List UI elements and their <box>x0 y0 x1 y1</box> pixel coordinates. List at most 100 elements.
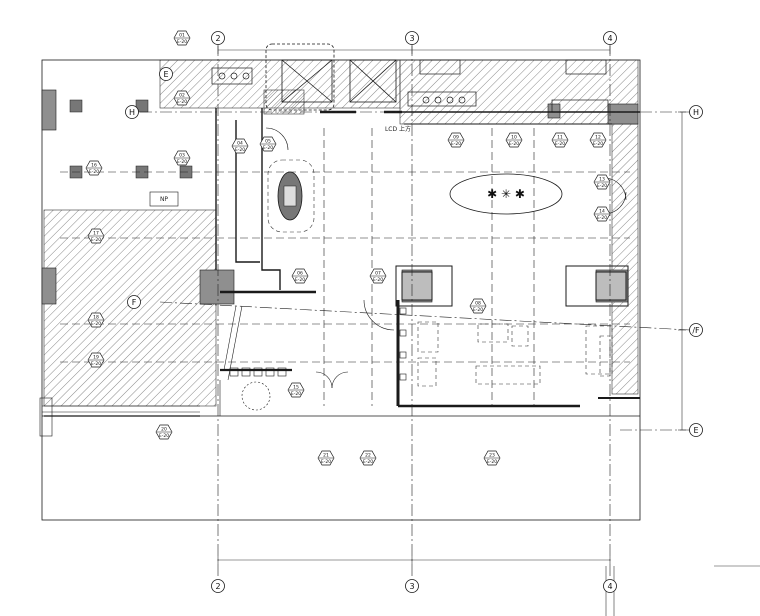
callout-tag: 09E-20 <box>447 132 465 148</box>
callout-tag-number: 07 <box>375 271 381 277</box>
hatched-zones <box>43 59 639 407</box>
callout-tag-number: 02 <box>179 93 185 99</box>
grid-bubble-circle <box>127 295 141 309</box>
callout-tag-number: 12 <box>595 135 601 141</box>
light-strip <box>229 307 407 381</box>
callout-tag-ref: E-20 <box>473 307 483 313</box>
grid-lines <box>140 44 691 576</box>
grid-bubble-col-2: 2 <box>211 31 225 45</box>
grid-bubble-e-top-left: E <box>159 67 173 81</box>
thin-partitions <box>39 305 243 437</box>
grid-bubble-label: 2 <box>215 582 220 591</box>
lcd-label: LCD 上方 <box>385 125 411 133</box>
callout-tag-number: 15 <box>293 385 299 391</box>
callout-tag-ref: E-20 <box>177 39 187 45</box>
callout-tag: 18E-20 <box>87 312 105 328</box>
callout-tag: 17E-20 <box>87 228 105 244</box>
callout-tag-ref: E-20 <box>295 277 305 283</box>
grid-bubble-row-e: E <box>689 423 703 437</box>
callout-tag: 16E-20 <box>85 160 103 176</box>
callout-tag-number: 22 <box>365 453 371 459</box>
callout-tag-ref: E-20 <box>597 215 607 221</box>
grid-bubble-label: H <box>129 108 135 117</box>
callout-tag-number: 04 <box>237 141 243 147</box>
grid-bubble-col-3: 3 <box>405 31 419 45</box>
callout-tag: 08E-20 <box>469 298 487 314</box>
grid-bubble-col-3: 3 <box>405 579 419 593</box>
grid-bubble-circle <box>689 323 703 337</box>
svg-text:✱ ✳ ✱: ✱ ✳ ✱ <box>487 187 525 201</box>
callout-tag-number: 03 <box>179 153 185 159</box>
grid-bubble-col-2: 2 <box>211 579 225 593</box>
callout-tag-number: 11 <box>557 135 563 141</box>
grid-bubble-col-4: 4 <box>603 579 617 593</box>
callout-tag-ref: E-20 <box>451 141 461 147</box>
elevator-shafts <box>265 43 397 111</box>
callout-tag: 23E-20 <box>483 450 501 466</box>
callout-tag: 21E-20 <box>317 450 335 466</box>
grid-bubble-circle <box>159 67 173 81</box>
grid-bubble-label: F <box>132 298 137 307</box>
dimension-lines <box>217 46 760 616</box>
grid-bubble-label: E <box>693 426 698 435</box>
callout-tag: 05E-20 <box>259 136 277 152</box>
callout-tag-number: 08 <box>475 301 481 307</box>
callout-tag-number: 17 <box>93 231 99 237</box>
callout-tag-ref: E-20 <box>91 321 101 327</box>
grid-bubble-label: /F <box>692 326 700 335</box>
callout-tag-ref: E-20 <box>263 145 273 151</box>
callout-tag: 07E-20 <box>369 268 387 284</box>
grid-bubble-circle <box>405 31 419 45</box>
callout-tag-ref: E-20 <box>177 159 187 165</box>
callout-tag-ref: E-20 <box>593 141 603 147</box>
callout-tag-number: 01 <box>179 33 185 39</box>
callout-tag: 14E-20 <box>593 206 611 222</box>
callout-tag: 01E-20 <box>173 30 191 46</box>
callout-tag-number: 18 <box>93 315 99 321</box>
callout-tag: 12E-20 <box>589 132 607 148</box>
callout-tag-number: 23 <box>489 453 495 459</box>
grid-bubble-label: 3 <box>409 582 414 591</box>
callout-tag: 20E-20 <box>155 424 173 440</box>
callout-tag-ref: E-20 <box>597 183 607 189</box>
callout-tag-ref: E-20 <box>555 141 565 147</box>
callout-tag: 11E-20 <box>551 132 569 148</box>
grid-bubble-circle <box>603 579 617 593</box>
callout-tag-ref: E-20 <box>321 459 331 465</box>
callout-tag-ref: E-20 <box>487 459 497 465</box>
grid-bubble-label: 3 <box>409 34 414 43</box>
callout-tag-ref: E-20 <box>91 237 101 243</box>
callout-tag-number: 20 <box>161 427 167 433</box>
callout-tag-number: 06 <box>297 271 303 277</box>
furniture-outlines <box>267 159 613 387</box>
callout-tag-ref: E-20 <box>373 277 383 283</box>
grid-bubble-circle <box>211 579 225 593</box>
callout-tag: 04E-20 <box>231 138 249 154</box>
grid-bubble-f-right: /F <box>689 323 703 337</box>
callout-tag-number: 05 <box>265 139 271 145</box>
grid-bubble-label: 2 <box>215 34 220 43</box>
grid-bubble-label: 4 <box>607 34 612 43</box>
grid-bubble-label: E <box>163 70 168 79</box>
grid-bubble-label: 4 <box>607 582 612 591</box>
ceiling-oval: ✱ ✳ ✱ <box>449 173 563 215</box>
kitchen-equipment <box>211 59 609 113</box>
callout-tag-number: 10 <box>511 135 517 141</box>
callout-tag-number: 14 <box>599 209 605 215</box>
grid-bubble-f-left: F <box>127 295 141 309</box>
callout-tag-ref: E-20 <box>89 169 99 175</box>
callout-tag-number: 19 <box>93 355 99 361</box>
callout-tag-number: 21 <box>323 453 329 459</box>
grid-bubble-circle <box>405 579 419 593</box>
callout-tag: 19E-20 <box>87 352 105 368</box>
callout-tag-number: 09 <box>453 135 459 141</box>
callout-tag-ref: E-20 <box>159 433 169 439</box>
callout-tag: 15E-20 <box>287 382 305 398</box>
grid-bubble-col-4: 4 <box>603 31 617 45</box>
grid-bubble-circle <box>603 31 617 45</box>
sculpture-feature <box>277 171 303 221</box>
grid-bubble-circle <box>125 105 139 119</box>
callout-tag: 06E-20 <box>291 268 309 284</box>
